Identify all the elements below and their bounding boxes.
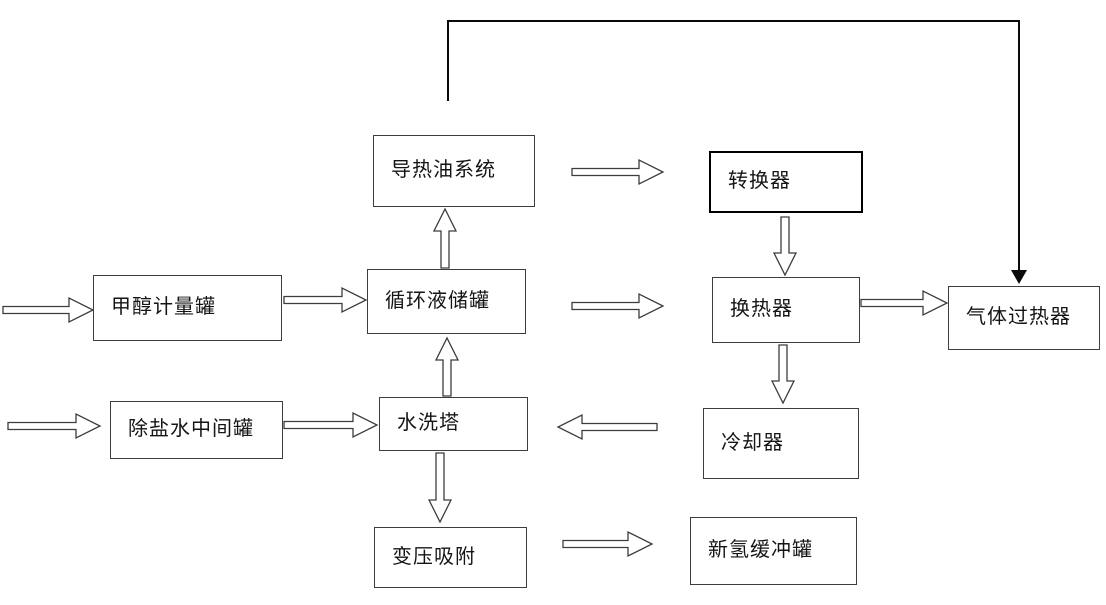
box-methanol-metering-tank: 甲醇计量罐	[93, 275, 282, 341]
flow-arrow-wash-tower-to-psa	[427, 452, 453, 524]
recycle-line-to-gas-superheater	[447, 20, 1027, 284]
box-pressure-swing-adsorption-label: 变压吸附	[392, 545, 476, 568]
flow-arrow-psa-to-hydrogen-buffer-tank	[562, 530, 654, 558]
flow-arrow-inlet-to-desalted-water-tank	[7, 412, 102, 440]
box-water-washing-tower-label: 水洗塔	[397, 412, 460, 434]
flow-arrow-cooler-to-wash-tower	[556, 413, 658, 441]
box-cooler-label: 冷却器	[721, 431, 784, 454]
box-fresh-hydrogen-buffer-tank-label: 新氢缓冲罐	[708, 539, 813, 561]
down-arrowhead-icon	[1011, 270, 1027, 284]
flow-arrow-heat-exchanger-to-gas-superheater	[860, 289, 949, 317]
box-circulating-liquid-storage-tank: 循环液储罐	[367, 269, 526, 334]
box-fresh-hydrogen-buffer-tank: 新氢缓冲罐	[690, 517, 857, 585]
box-converter-label: 转换器	[728, 170, 791, 192]
flow-arrow-desalted-water-tank-to-wash-tower	[283, 411, 379, 439]
box-gas-superheater-label: 气体过热器	[966, 306, 1071, 328]
flow-arrow-circulating-tank-to-heat-exchanger	[571, 292, 665, 320]
box-water-washing-tower: 水洗塔	[379, 397, 528, 451]
box-pressure-swing-adsorption: 变压吸附	[374, 527, 527, 588]
box-methanol-metering-tank-label: 甲醇计量罐	[111, 296, 216, 318]
box-circulating-liquid-storage-tank-label: 循环液储罐	[385, 289, 490, 312]
box-heat-exchanger: 换热器	[712, 277, 860, 343]
box-heat-exchanger-label: 换热器	[730, 298, 793, 320]
flow-arrow-inlet-to-methanol-tank	[2, 296, 95, 324]
box-heat-transfer-oil-system-label: 导热油系统	[391, 159, 496, 181]
flow-arrow-methanol-tank-to-circulating-tank	[283, 286, 368, 314]
flow-arrow-converter-to-heat-exchanger	[772, 216, 798, 277]
box-gas-superheater: 气体过热器	[948, 286, 1100, 350]
flow-arrow-heat-oil-to-converter	[571, 158, 665, 186]
flow-arrow-circulating-tank-to-heat-oil	[432, 207, 458, 269]
flow-arrow-wash-tower-to-circulating-tank	[434, 336, 460, 397]
flow-arrow-heat-exchanger-to-cooler	[770, 344, 796, 405]
box-cooler: 冷却器	[703, 408, 859, 479]
box-converter: 转换器	[709, 151, 863, 213]
box-desalted-water-intermediate-tank: 除盐水中间罐	[110, 401, 283, 459]
box-heat-transfer-oil-system: 导热油系统	[373, 135, 535, 207]
box-desalted-water-intermediate-tank-label: 除盐水中间罐	[128, 418, 254, 440]
